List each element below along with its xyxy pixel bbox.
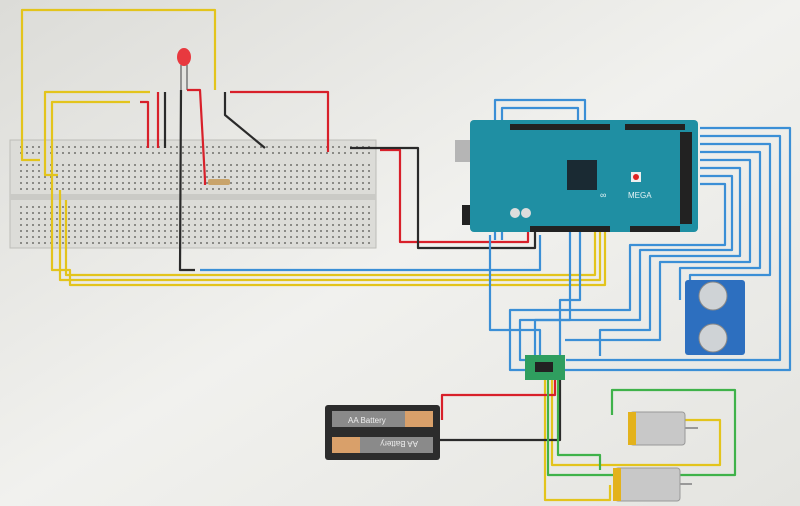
dc-motor-top[interactable] — [628, 411, 698, 446]
ultrasonic-sensor[interactable] — [685, 280, 745, 355]
red-led[interactable] — [177, 48, 191, 90]
resistor[interactable] — [208, 179, 230, 185]
motor-driver-board[interactable] — [525, 355, 565, 380]
battery-cell-label-top: AA Battery — [348, 416, 386, 425]
red-black-wires — [140, 88, 562, 442]
arduino-logo-icon: ∞ — [600, 190, 606, 200]
battery-holder[interactable]: AA Battery AA Battery — [325, 405, 440, 460]
green-wires — [546, 380, 737, 477]
battery-cell-label-bottom: AA Battery — [380, 439, 418, 448]
dc-motor-bottom[interactable] — [613, 467, 692, 502]
arduino-mega-board[interactable]: MEGA ∞ — [455, 120, 698, 232]
breadboard[interactable] — [9, 139, 377, 249]
arduino-brand-label: MEGA — [628, 191, 652, 200]
